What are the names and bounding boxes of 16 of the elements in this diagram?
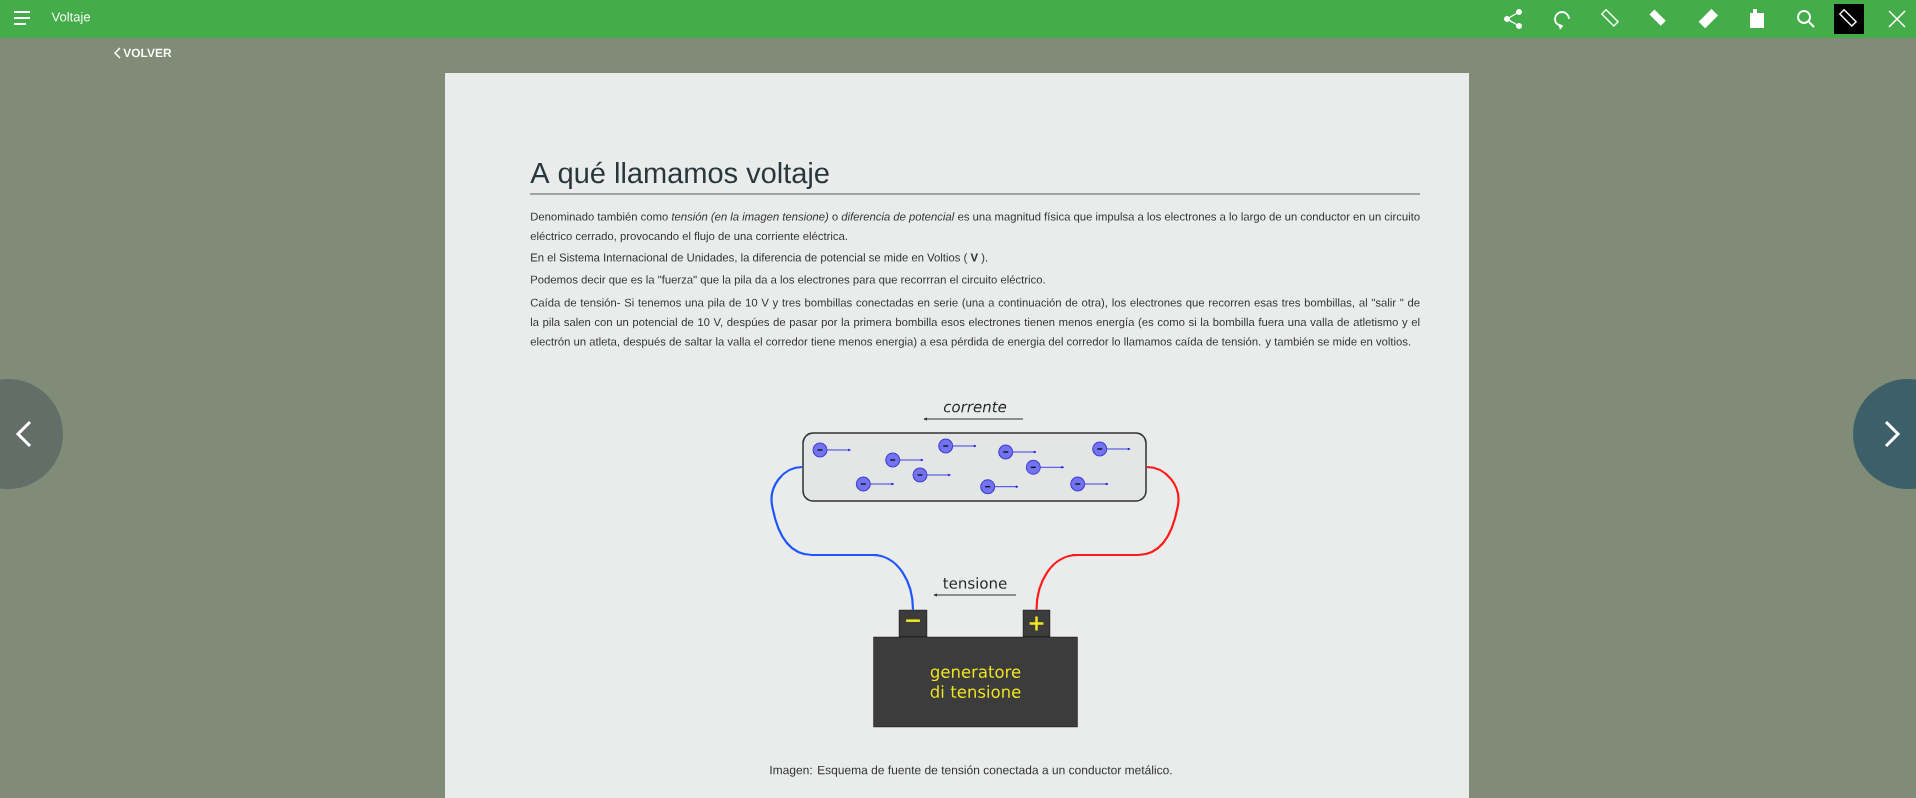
conductor-box bbox=[802, 432, 1147, 502]
wire bbox=[1035, 465, 1180, 610]
battery-terminal: + bbox=[1022, 609, 1051, 638]
battery-body: generatore di tensione bbox=[873, 636, 1078, 728]
quantity-label: corrente bbox=[943, 401, 1007, 413]
paragraph: Caída de tensión- Si tenemos una pila de 10 V y tres bombillas conectadas en serie (una a continuación de otra), los electrones que recorren esas tres bombillas, al "salir " de la pila salen con un potencial de 10 V, despúes de pasar por la primera bombilla esos electrones tienen menos energía (es como si la bombilla fuera una valla de atletismo y el electrón un atleta, después de saltar la valla el corredor tiene menos energia) a esa pérdida de energia del corredor lo llamamos caída de tensión. y también se mide en voltios. bbox=[530, 298, 1420, 348]
page-title: A qué llamamos voltaje bbox=[530, 161, 829, 189]
image-caption: Imagen: Esquema de fuente de tensión conectada a un conductor metálico. bbox=[770, 765, 1172, 777]
back-link: VOLVER bbox=[113, 47, 172, 59]
paragraph: Podemos decir que es la "fuerza" que la pila da a los electrones para que recorrran el circuito eléctrico. bbox=[531, 275, 1045, 286]
header-title: Voltaje bbox=[51, 11, 90, 25]
wire bbox=[770, 465, 915, 610]
paragraph: En el Sistema Internacional de Unidades, la diferencia de potencial se mide en Voltios ( V ). bbox=[531, 253, 988, 264]
battery-terminal: − bbox=[898, 609, 928, 638]
paragraph: Denominado también como tensión (en la imagen tensione) o diferencia de potencial es una magnitud física que impulsa a los electrones a lo largo de un conductor en un circuito eléctrico cerrado, provocando el flujo de una corriente eléctrica. bbox=[530, 212, 1420, 243]
quantity-label: tensione bbox=[943, 577, 1007, 589]
